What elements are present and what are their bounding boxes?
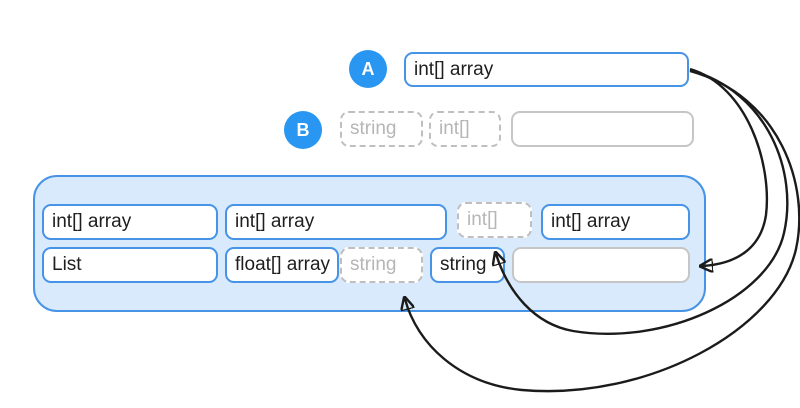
pool-ghost-block-int[interactable]: int[] bbox=[457, 202, 532, 238]
pool-block-list[interactable]: List bbox=[42, 247, 218, 283]
pool-block-float-array[interactable]: float[] array bbox=[225, 247, 339, 283]
pool-block-int-array-1[interactable]: int[] array bbox=[42, 204, 218, 240]
ghost-block-string-row-b[interactable]: string bbox=[340, 111, 423, 147]
pool-ghost-block-string[interactable]: string bbox=[340, 247, 423, 283]
pool-empty-slot[interactable] bbox=[512, 247, 690, 283]
pool-block-int-array-3[interactable]: int[] array bbox=[541, 204, 690, 240]
badge-b: B bbox=[284, 111, 322, 149]
badge-a: A bbox=[349, 50, 387, 88]
empty-slot-row-b[interactable] bbox=[511, 111, 694, 147]
block-pool: int[] array int[] array int[] int[] arra… bbox=[33, 175, 706, 312]
pool-block-string[interactable]: string bbox=[430, 247, 505, 283]
block-a-int-array[interactable]: int[] array bbox=[404, 52, 689, 87]
ghost-block-int-row-b[interactable]: int[] bbox=[429, 111, 501, 147]
pool-block-int-array-2[interactable]: int[] array bbox=[225, 204, 447, 240]
